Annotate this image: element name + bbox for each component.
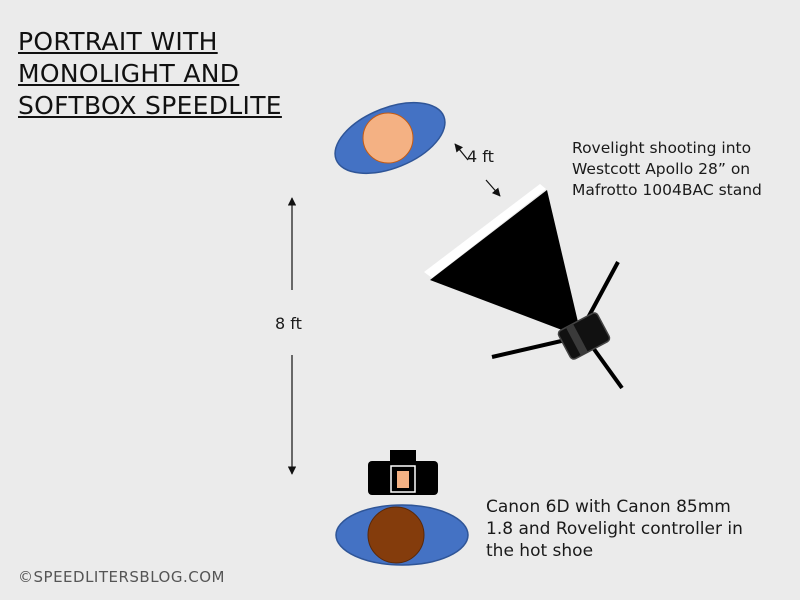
light-description-line: Rovelight shooting into [572,139,752,157]
softbox-front-diffuser [424,184,546,278]
monolight-body [557,312,611,360]
camera [368,450,438,495]
title-line: PORTRAIT WITH [18,27,218,56]
title-line: SOFTBOX SPEEDLITE [18,91,282,120]
copyright-footer: ©SPEEDLITERSBLOG.COM [18,568,225,586]
light-description-line: Westcott Apollo 28” on [572,160,751,178]
camera-description: Canon 6D with Canon 85mm 1.8 and Rovelig… [486,496,743,562]
light-distance-arrows [454,143,501,197]
light-description-line: Mafrotto 1004BAC stand [572,181,762,199]
light-description: Rovelight shooting into Westcott Apollo … [572,138,762,201]
softbox-body [430,190,578,330]
subject-head [362,112,414,164]
title-line: MONOLIGHT AND [18,59,240,88]
diagram-title: PORTRAIT WITH MONOLIGHT AND SOFTBOX SPEE… [18,26,338,122]
camera-hot-shoe-unit [390,465,416,493]
monolight-head [557,312,611,360]
camera-viewfinder [390,450,416,462]
subject [334,101,446,175]
softbox-light [424,184,624,390]
light-distance-label: 4 ft [467,147,494,166]
light-distance-arrow-upper [454,143,469,161]
camera-screen [397,471,409,488]
camera-description-line: Canon 6D with Canon 85mm [486,497,731,517]
light-distance-arrow-lower [485,179,501,197]
camera-distance-label: 8 ft [275,314,302,333]
camera-description-line: the hot shoe [486,541,594,561]
monolight-ring [565,323,588,356]
camera-description-line: 1.8 and Rovelight controller in [486,519,743,539]
photographer [335,504,469,566]
photographer-head [367,506,425,564]
